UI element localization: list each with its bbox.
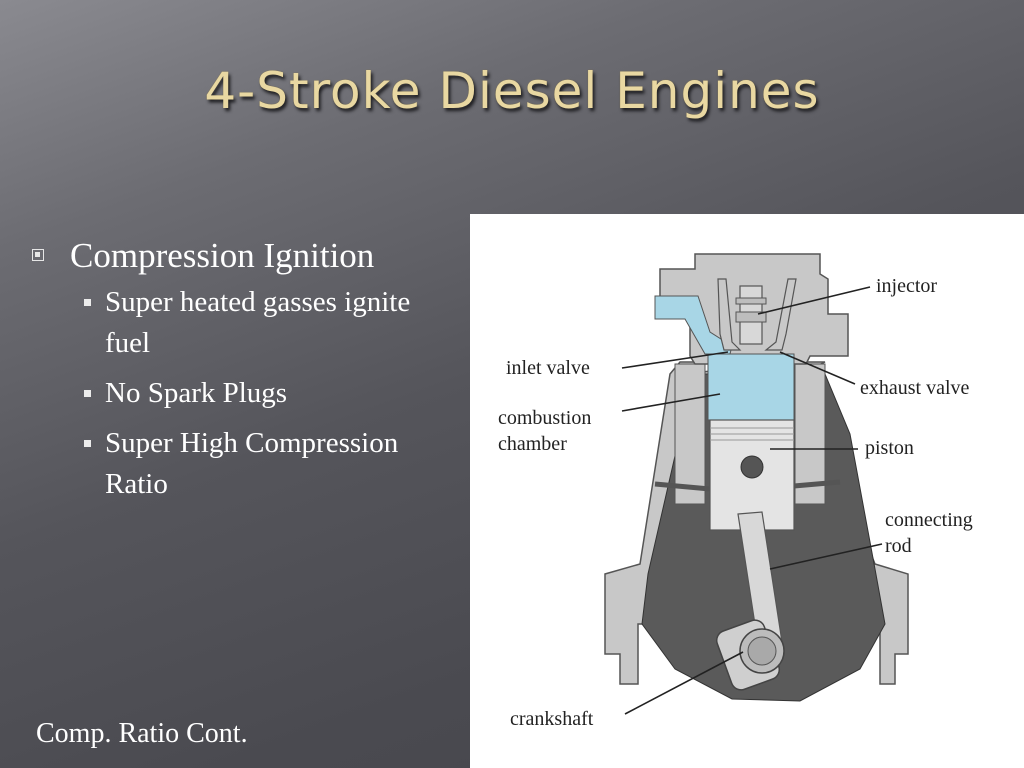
label-injector: injector (876, 275, 937, 297)
label-combustion: combustion (498, 407, 591, 429)
leader-lines (621, 286, 883, 715)
label-chamber: chamber (498, 433, 567, 455)
leader-connecting-rod (769, 543, 883, 570)
injector-ring (735, 311, 767, 323)
cylinder-wall-left (674, 363, 706, 505)
square-bullet-icon (84, 390, 91, 397)
sub-bullet-text: Super heated gasses ignite fuel (105, 286, 411, 359)
combustion-chamber (707, 353, 795, 421)
bullet-box-icon (32, 249, 44, 261)
engine-diagram: injector inlet valve exhaust valve combu… (470, 214, 1024, 768)
label-rod: rod (885, 535, 912, 557)
bullet-main: Compression Ignition (30, 236, 470, 276)
footer-text: Comp. Ratio Cont. (36, 718, 248, 749)
leader-injector (757, 286, 871, 315)
leader-exhaust-valve (779, 351, 856, 385)
side-bolt-left (654, 481, 711, 492)
sub-bullet-text: Super High Compression Ratio (105, 427, 399, 500)
leader-crankshaft (624, 651, 744, 715)
slide-title: 4-Stroke Diesel Engines (204, 62, 820, 120)
label-connecting: connecting (885, 509, 973, 531)
cylinder-wall-right (794, 363, 826, 505)
square-bullet-icon (84, 440, 91, 447)
leader-combustion (621, 393, 721, 412)
leader-inlet-valve (621, 351, 729, 369)
gudgeon-pin (740, 455, 764, 479)
sub-bullet: Super High Compression Ratio (80, 423, 470, 505)
bullet-list: Compression Ignition Super heated gasses… (30, 236, 470, 514)
engine-diagram-svg: injector inlet valve exhaust valve combu… (498, 253, 973, 730)
label-piston: piston (865, 437, 914, 459)
label-exhaust-valve: exhaust valve (860, 377, 970, 399)
sub-bullet-text: No Spark Plugs (105, 377, 288, 409)
label-crankshaft: crankshaft (510, 708, 594, 730)
side-bolt-right (793, 479, 841, 489)
label-inlet-valve: inlet valve (506, 357, 590, 379)
sub-bullet: No Spark Plugs (80, 373, 470, 414)
crankshaft-journal (747, 636, 777, 666)
injector-ring (735, 297, 767, 305)
inlet-valve (717, 278, 742, 351)
sub-bullet: Super heated gasses ignite fuel (80, 282, 470, 364)
bullet-main-text: Compression Ignition (70, 236, 375, 275)
exhaust-valve (764, 278, 797, 351)
square-bullet-icon (84, 299, 91, 306)
sub-bullet-list: Super heated gasses ignite fuel No Spark… (80, 282, 470, 505)
